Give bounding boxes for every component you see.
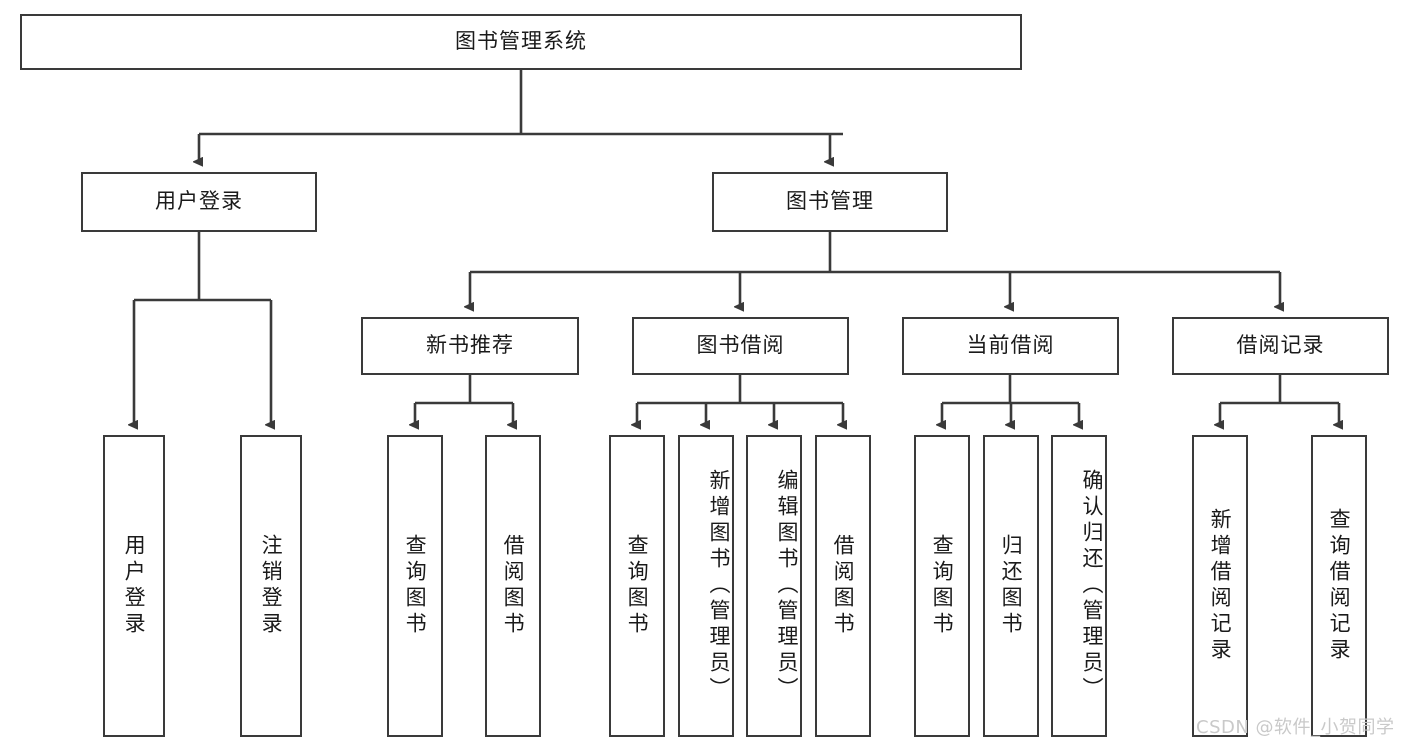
node-label: 查询图书	[930, 534, 955, 638]
node-leaf-borrow-book-bb[interactable]: 借阅图书	[815, 435, 871, 737]
node-leaf-user-logout[interactable]: 注销登录	[240, 435, 302, 737]
node-label: 图书管理	[786, 189, 874, 214]
node-leaf-user-login[interactable]: 用户登录	[103, 435, 165, 737]
node-leaf-query-book-bb[interactable]: 查询图书	[609, 435, 665, 737]
node-leaf-borrow-book-nbr[interactable]: 借阅图书	[485, 435, 541, 737]
node-label: 用户登录	[155, 189, 243, 214]
node-leaf-return-book[interactable]: 归还图书	[983, 435, 1039, 737]
node-new-book-recommend[interactable]: 新书推荐	[361, 317, 579, 375]
node-label: 归还图书	[999, 534, 1024, 638]
node-book-borrow[interactable]: 图书借阅	[632, 317, 849, 375]
node-label: 编辑图书（管理员）	[775, 469, 799, 703]
node-label: 借阅记录	[1236, 333, 1325, 358]
node-label: 查询借阅记录	[1327, 508, 1352, 664]
node-leaf-edit-book-admin[interactable]: 编辑图书（管理员）	[746, 435, 802, 737]
node-label: 借阅图书	[501, 534, 526, 638]
node-label: 确认归还（管理员）	[1080, 469, 1104, 703]
node-current-borrow[interactable]: 当前借阅	[902, 317, 1119, 375]
node-user-login[interactable]: 用户登录	[81, 172, 317, 232]
node-leaf-add-borrow-record[interactable]: 新增借阅记录	[1192, 435, 1248, 737]
node-label: 用户登录	[122, 534, 147, 638]
node-borrow-record[interactable]: 借阅记录	[1172, 317, 1389, 375]
node-leaf-confirm-return-admin[interactable]: 确认归还（管理员）	[1051, 435, 1107, 737]
node-leaf-query-book-cb[interactable]: 查询图书	[914, 435, 970, 737]
node-label: 新增图书（管理员）	[707, 469, 731, 703]
node-leaf-query-borrow-record[interactable]: 查询借阅记录	[1311, 435, 1367, 737]
csdn-watermark: CSDN @软件_小贺同学	[1196, 717, 1395, 738]
node-label: 新书推荐	[426, 333, 514, 358]
node-leaf-add-book-admin[interactable]: 新增图书（管理员）	[678, 435, 734, 737]
node-root-system[interactable]: 图书管理系统	[20, 14, 1022, 70]
node-label: 当前借阅	[966, 333, 1055, 358]
node-label: 借阅图书	[831, 534, 856, 638]
node-label: 查询图书	[403, 534, 428, 638]
node-leaf-query-book-nbr[interactable]: 查询图书	[387, 435, 443, 737]
node-label: 新增借阅记录	[1208, 508, 1233, 664]
node-label: 查询图书	[625, 534, 650, 638]
node-book-management[interactable]: 图书管理	[712, 172, 948, 232]
node-label: 图书管理系统	[455, 29, 587, 54]
node-label: 图书借阅	[696, 333, 785, 358]
node-label: 注销登录	[259, 534, 284, 638]
